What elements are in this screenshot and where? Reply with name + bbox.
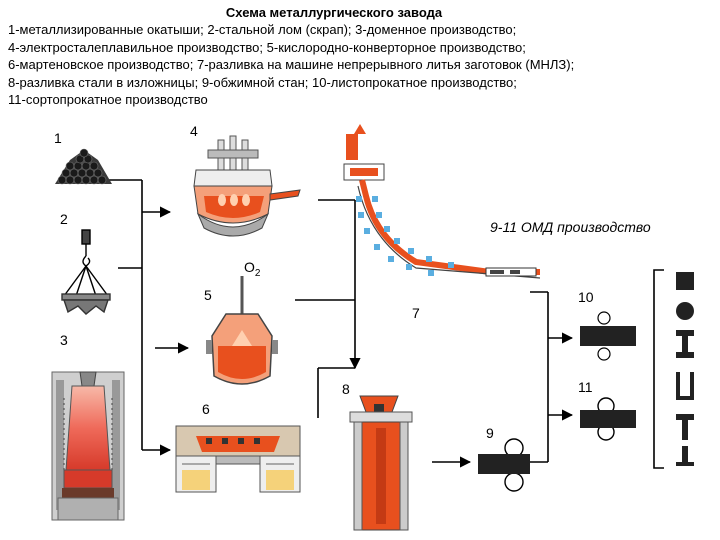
product-profiles-icon [653, 269, 694, 469]
section-mill-icon [580, 397, 636, 441]
blast-furnace-icon [51, 371, 125, 521]
label-4: 4 [190, 123, 198, 139]
legend-line-1: 1-металлизированные окатыши; 2-стальной … [8, 22, 517, 37]
header: Схема металлургического завода 1-металли… [8, 4, 720, 109]
legend-line-5: 11-сортопрокатное производство [8, 92, 208, 107]
label-7: 7 [412, 305, 420, 321]
plate-mill-icon [580, 311, 636, 361]
label-10: 10 [578, 289, 594, 305]
o2-symbol: O [244, 259, 255, 275]
legend-line-3: 6-мартеновское производство; 7-разливка … [8, 57, 575, 72]
label-8: 8 [342, 381, 350, 397]
o2-subscript: 2 [255, 268, 261, 279]
diagram-title: Схема металлургического завода [225, 5, 443, 20]
label-5: 5 [204, 287, 212, 303]
legend-line-4: 8-разливка стали в изложницы; 9-обжимной… [8, 74, 517, 90]
label-3: 3 [60, 332, 68, 348]
blooming-mill-icon [478, 438, 530, 492]
label-6: 6 [202, 401, 210, 417]
label-9: 9 [486, 425, 494, 441]
crane-hook-icon [61, 229, 111, 315]
pellets-icon [55, 148, 112, 185]
label-2: 2 [60, 211, 68, 227]
open-hearth-furnace-icon [175, 425, 301, 493]
converter-icon [206, 276, 278, 385]
omd-label: 9-11 ОМД производство [490, 219, 651, 235]
continuous-caster-icon [343, 124, 541, 279]
label-1: 1 [54, 130, 62, 146]
flow-lines [108, 179, 574, 468]
label-11: 11 [578, 379, 593, 395]
label-o2: O2 [244, 259, 261, 279]
electric-arc-furnace-icon [193, 135, 301, 237]
ingot-mold-icon [349, 395, 413, 531]
legend-line-2: 4-электросталеплавильное производство; 5… [8, 39, 526, 55]
